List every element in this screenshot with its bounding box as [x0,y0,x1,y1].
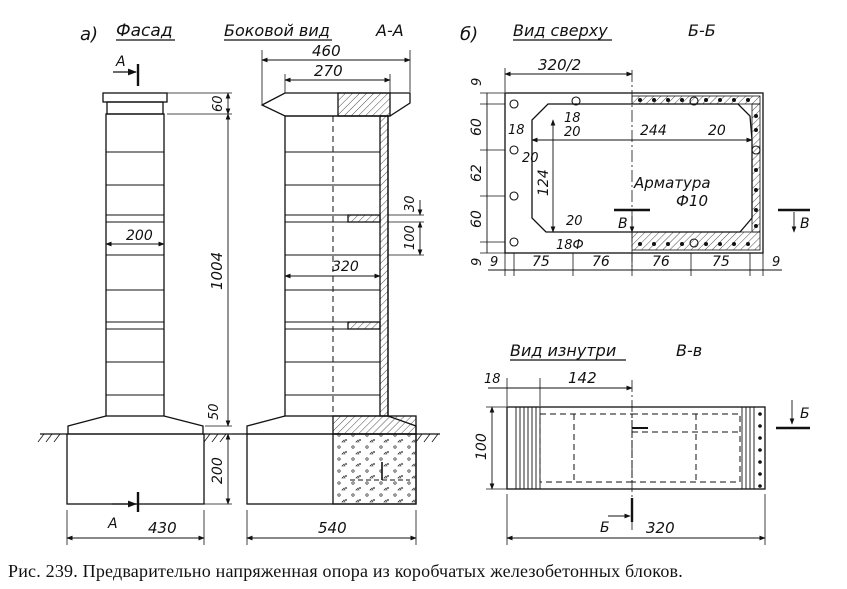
panel-b-top-view: б) Вид сверху Б-Б В В Арматура [460,21,810,276]
panel-b-letter: б) [460,24,478,45]
dim-facade-60: 60 [211,95,226,112]
dim-top-20-upper: 20 [564,125,581,140]
armatura-diameter: Ф10 [676,192,708,210]
cut-b-right-label: Б [800,406,810,422]
dim-side-30: 30 [403,195,418,212]
cut-a-bottom-label: А [107,516,118,532]
facade-title: Фасад [116,21,173,41]
dim-side-270: 270 [314,62,343,80]
dim-inside-18: 18 [484,372,501,387]
dim-top-left-9b: 9 [470,258,485,266]
dim-facade-200: 200 [126,228,153,244]
dim-top-bottom-76a: 76 [592,254,610,270]
dim-top-20-lower: 20 [566,214,583,229]
cut-v-inner-label: В [618,216,628,232]
side-view-title: Боковой вид [224,21,330,40]
dim-inside-142: 142 [568,369,597,387]
dim-top-124: 124 [536,169,552,196]
inside-view-title: Вид изнутри [510,341,616,360]
dim-side-540: 540 [318,519,347,537]
panel-a-side-view: Боковой вид А-А [224,21,440,545]
dim-top-18-left: 18 [508,123,525,138]
section-v-title: В-в [676,341,702,360]
dim-facade-430: 430 [148,519,177,537]
dim-top-20-right: 20 [708,123,726,139]
dim-top-left-60a: 60 [469,118,485,136]
dim-side-460: 460 [312,42,341,60]
cut-v-outer-label: В [800,216,810,232]
dim-facade-50: 50 [207,403,222,420]
dim-facade-200b: 200 [210,457,226,484]
dim-top-18-upper: 18 [564,111,581,126]
dim-side-100: 100 [403,225,418,250]
cut-a-top-label: А [115,54,126,70]
figure-caption: Рис. 239. Предварительно напряженная опо… [8,561,683,581]
top-view-title: Вид сверху [513,21,608,40]
dim-top-left-9a: 9 [470,78,485,86]
dim-side-320: 320 [332,259,359,275]
dim-facade-1004: 1004 [208,252,226,290]
dim-top-bottom-9a: 9 [490,255,498,270]
cut-b-bottom-label: Б [600,520,610,536]
dim-inside-100: 100 [474,433,490,460]
panel-a-letter: а) [80,24,98,45]
dim-top-320-2: 320/2 [538,56,581,74]
dim-top-20-left: 20 [522,151,539,166]
dim-top-left-62: 62 [469,164,485,182]
dim-inside-320: 320 [646,519,675,537]
dim-top-244: 244 [640,123,667,139]
section-b-title: Б-Б [688,21,716,40]
armatura-label: Арматура [633,174,711,192]
dim-top-bottom-76b: 76 [652,254,670,270]
dim-top-bottom-75b: 75 [712,254,730,270]
technical-drawing: а) Фасад А [37,21,810,545]
panel-a-facade: а) Фасад А [37,21,232,545]
dim-top-bottom-9b: 9 [772,255,780,270]
dim-top-bottom-75a: 75 [532,254,550,270]
section-a-title: А-А [375,21,404,40]
panel-c-inside-view: Вид изнутри В-в Б [474,341,810,545]
dim-top-18-phi: 18Ф [556,238,584,253]
dim-top-left-60b: 60 [469,210,485,228]
